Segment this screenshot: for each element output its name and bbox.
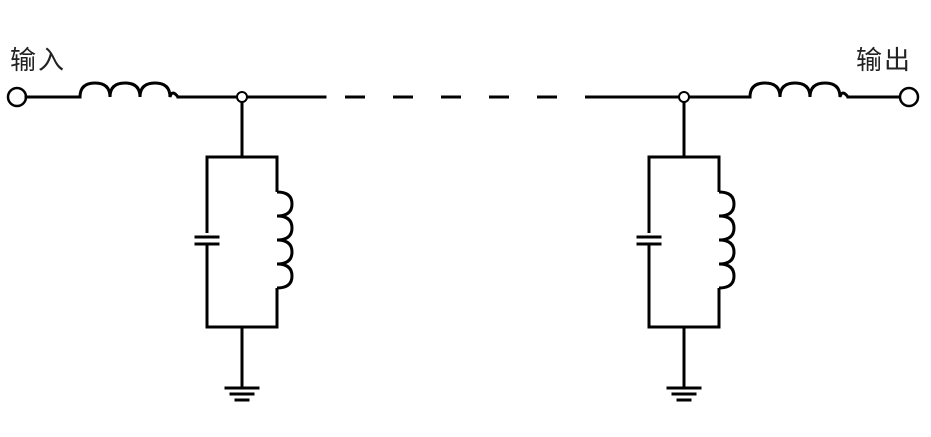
left-ground-symbol (224, 386, 260, 402)
input-terminal (6, 86, 28, 108)
right-ground-symbol (666, 386, 702, 402)
output-terminal (898, 86, 920, 108)
right-junction-node (678, 91, 690, 103)
input-label: 输入 (10, 46, 67, 76)
output-label: 输出 (856, 46, 913, 76)
right-shunt-lc-tank (636, 95, 736, 390)
left-junction-node (236, 91, 248, 103)
right-series-inductor (748, 81, 850, 98)
left-shunt-lc-tank (194, 95, 294, 390)
right-shunt-inductor (718, 190, 736, 290)
left-shunt-inductor (276, 190, 294, 290)
left-series-inductor (78, 81, 180, 98)
